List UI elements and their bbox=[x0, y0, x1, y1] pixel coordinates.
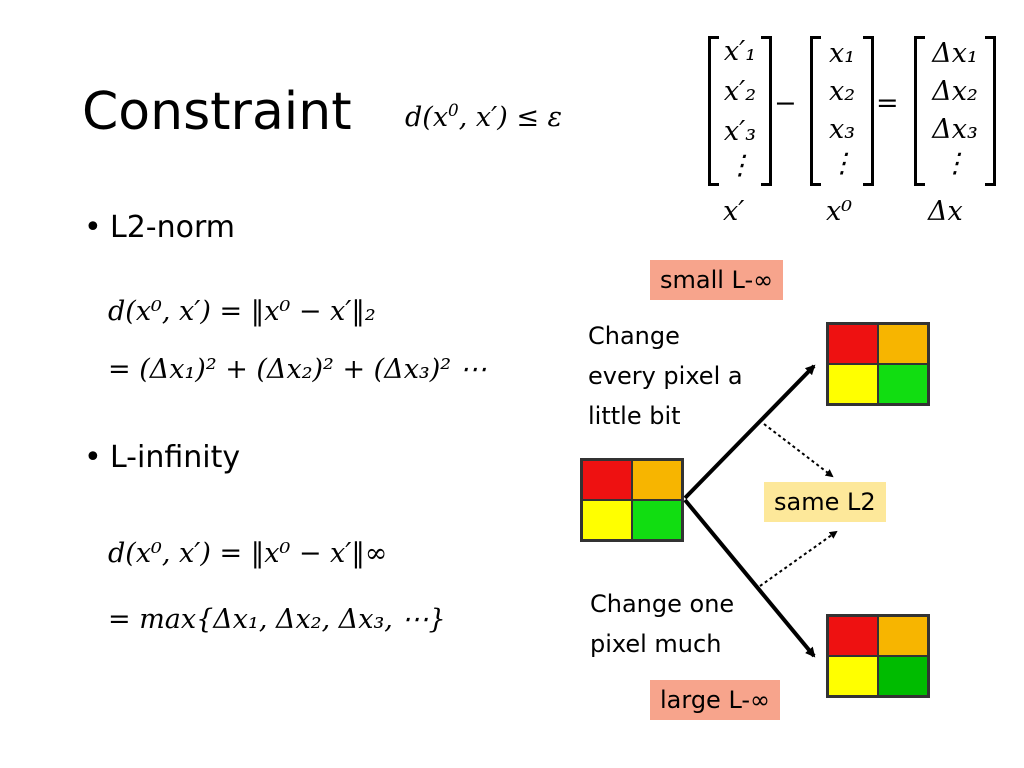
bullet-l2-norm: •L2-norm bbox=[84, 210, 236, 245]
constraint-formula: d(x0, x′) ≤ ε bbox=[405, 100, 563, 133]
l2-equation-2: = (Δx₁)² + (Δx₂)² + (Δx₃)² ⋯ bbox=[108, 354, 487, 385]
pixel-red bbox=[828, 324, 878, 364]
pixel-yellow bbox=[828, 364, 878, 404]
pixel-dark-green bbox=[878, 656, 928, 696]
pixel-orange bbox=[632, 460, 682, 500]
large-linf-label: large L-∞ bbox=[650, 680, 781, 720]
pixel-yellow bbox=[828, 656, 878, 696]
same-l2-label: same L2 bbox=[764, 482, 886, 522]
note-change-one-pixel: Change one pixel much bbox=[590, 590, 735, 658]
equals-sign: = bbox=[876, 88, 899, 119]
vector-x-prime: x′₁ x′₂ x′₃ ⋮ bbox=[708, 36, 772, 186]
pixel-red bbox=[828, 616, 878, 656]
pixel-grid-large-linf bbox=[826, 614, 930, 698]
arrow-up bbox=[683, 364, 816, 500]
small-linf-label: small L-∞ bbox=[650, 260, 784, 300]
l2-equation-1: d(x⁰, x′) = ‖x⁰ − x′‖₂ bbox=[108, 296, 376, 327]
pixel-red bbox=[582, 460, 632, 500]
dotted-arrow-upper bbox=[763, 423, 834, 478]
bullet-l-infinity: •L-infinity bbox=[84, 440, 241, 475]
pixel-orange bbox=[878, 324, 928, 364]
dotted-arrow-lower bbox=[759, 530, 838, 587]
pixel-grid-original bbox=[580, 458, 684, 542]
pixel-green bbox=[878, 364, 928, 404]
linf-equation-1: d(x⁰, x′) = ‖x⁰ − x′‖∞ bbox=[108, 538, 388, 569]
vector-label-x0: x⁰ bbox=[826, 196, 853, 227]
vector-delta: Δx₁ Δx₂ Δx₃ ⋮ bbox=[914, 36, 996, 186]
vector-x0: x₁ x₂ x₃ ⋮ bbox=[810, 36, 874, 186]
arrow-down bbox=[683, 498, 816, 658]
slide-title: Constraint bbox=[82, 82, 352, 142]
vector-label-x-prime: x′ bbox=[723, 196, 745, 227]
pixel-orange bbox=[878, 616, 928, 656]
minus-sign: − bbox=[774, 88, 797, 119]
pixel-green bbox=[632, 500, 682, 540]
pixel-grid-small-linf bbox=[826, 322, 930, 406]
note-change-every-pixel: Change every pixel a little bit bbox=[588, 322, 743, 430]
linf-equation-2: = max{Δx₁, Δx₂, Δx₃, ⋯} bbox=[108, 604, 446, 635]
vector-label-delta: Δx bbox=[928, 196, 963, 227]
pixel-yellow bbox=[582, 500, 632, 540]
